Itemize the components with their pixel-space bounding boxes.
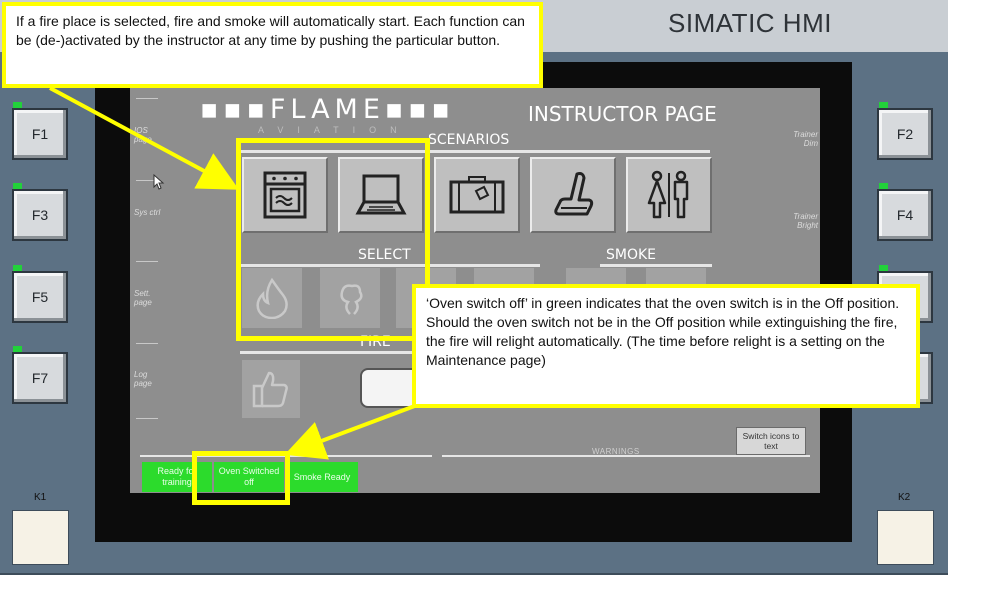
nav-divider xyxy=(136,418,158,419)
smoke-heading: SMOKE xyxy=(606,247,657,263)
f5-key[interactable]: F5 xyxy=(12,271,68,323)
select-heading: SELECT xyxy=(358,247,411,263)
fire-toggle-button[interactable] xyxy=(242,268,302,328)
mouse-cursor-icon xyxy=(153,174,165,190)
k1-key[interactable] xyxy=(12,510,69,565)
f4-key[interactable]: F4 xyxy=(877,189,933,241)
f3-led xyxy=(13,183,22,192)
select-rule xyxy=(240,264,540,267)
smoke-toggle-button[interactable] xyxy=(320,268,380,328)
f1-led xyxy=(13,102,22,111)
smoke-rule xyxy=(600,264,712,267)
f7-key[interactable]: F7 xyxy=(12,352,68,404)
scenarios-heading: SCENARIOS xyxy=(428,132,510,148)
k2-key[interactable] xyxy=(877,510,934,565)
hmi-brand: SIMATIC HMI xyxy=(668,8,832,38)
smoke-icon xyxy=(340,284,363,315)
warnings-rule xyxy=(442,455,810,457)
f5-led xyxy=(13,265,22,274)
laptop-icon xyxy=(355,174,407,215)
scenario-oven-button[interactable] xyxy=(242,157,328,233)
thumbs-up-icon xyxy=(252,371,288,408)
nav-trainer-dim[interactable]: Trainer Dim xyxy=(793,130,818,148)
oven-status-highlight-box xyxy=(192,451,290,505)
nav-log-page[interactable]: Log page xyxy=(134,370,152,388)
nav-divider xyxy=(136,98,158,99)
callout-bottom: ‘Oven switch off’ in green indicates tha… xyxy=(412,284,920,408)
thumbs-up-button[interactable] xyxy=(242,360,300,418)
status-ready-for-training: Ready for training xyxy=(142,462,212,492)
scenario-lavatory-button[interactable] xyxy=(626,157,712,233)
nav-divider xyxy=(136,261,158,262)
status-smoke-ready: Smoke Ready xyxy=(286,462,358,492)
flame-logo: ▪▪▪FLAME▪▪▪ xyxy=(200,94,455,125)
nav-sett-page[interactable]: Sett. page xyxy=(134,289,152,307)
k2-label: K2 xyxy=(898,492,911,503)
f3-key[interactable]: F3 xyxy=(12,189,68,241)
k1-label: K1 xyxy=(34,492,47,503)
scenario-luggage-button[interactable] xyxy=(434,157,520,233)
f4-led xyxy=(879,183,888,192)
nav-divider xyxy=(136,180,158,181)
nav-sys-ctrl[interactable]: Sys ctrl xyxy=(134,208,161,217)
f6-led xyxy=(879,265,888,274)
f7-led xyxy=(13,346,22,355)
flame-logo-sub: AVIATION xyxy=(258,125,411,135)
oven-icon xyxy=(263,171,307,219)
page-title: INSTRUCTOR PAGE xyxy=(528,102,717,126)
warnings-heading: WARNINGS xyxy=(592,447,640,456)
select-highlight-box xyxy=(236,138,430,341)
callout-top: If a fire place is selected, fire and sm… xyxy=(2,2,543,88)
nav-divider xyxy=(136,343,158,344)
scenarios-rule xyxy=(240,150,710,153)
seat-icon xyxy=(554,172,594,216)
nav-trainer-bright[interactable]: Trainer Bright xyxy=(793,212,818,230)
f1-key[interactable]: F1 xyxy=(12,108,68,160)
status-oven-switched-off: Oven Switched off xyxy=(214,462,284,492)
scenario-seat-button[interactable] xyxy=(530,157,616,233)
scenario-laptop-button[interactable] xyxy=(338,157,424,233)
f2-led xyxy=(879,102,888,111)
lavatory-icon xyxy=(647,170,689,219)
switch-icons-button[interactable]: Switch icons to text xyxy=(736,427,806,455)
f2-key[interactable]: F2 xyxy=(877,108,933,160)
flame-icon xyxy=(256,277,288,319)
luggage-icon xyxy=(449,176,505,214)
